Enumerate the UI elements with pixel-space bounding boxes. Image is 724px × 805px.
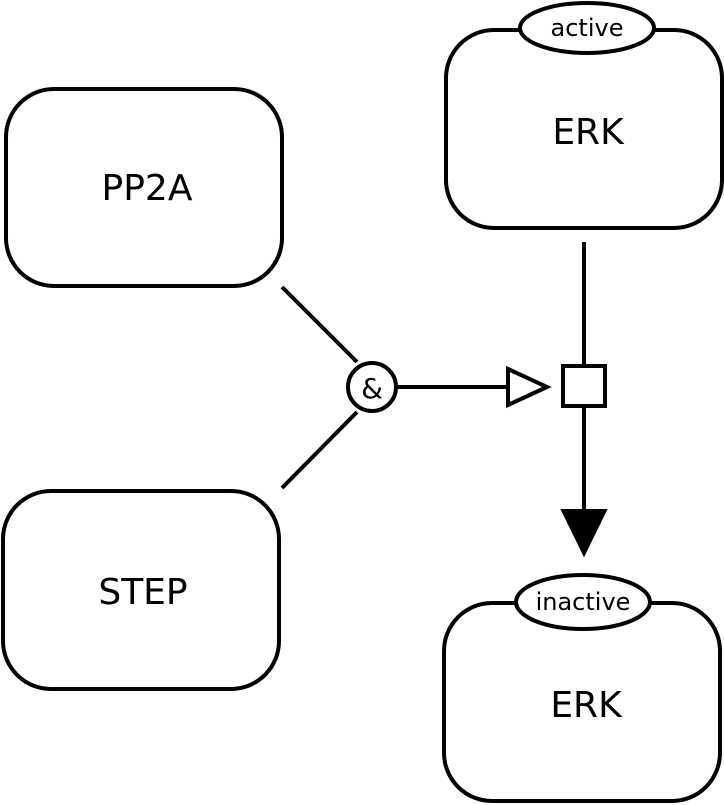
erk-inactive-label: ERK [550, 685, 623, 726]
step-label: STEP [98, 572, 187, 613]
pp2a-to-and-edge [280, 285, 359, 364]
and-operator-label: & [361, 372, 383, 405]
inactive-state-label: inactive [536, 588, 631, 616]
erk-inactive-node: ERK inactive [442, 573, 722, 803]
pp2a-label: PP2A [102, 168, 193, 209]
pp2a-node: PP2A [4, 87, 284, 288]
active-state-label: active [551, 14, 624, 42]
production-arrowhead [560, 509, 608, 558]
erk-active-node: ERK active [444, 1, 724, 230]
step-node: STEP [1, 489, 281, 691]
erk-active-label: ERK [552, 112, 625, 153]
and-operator: & [346, 361, 398, 413]
active-state-variable [518, 1, 656, 55]
step-to-and-edge [280, 410, 359, 490]
inactive-state-variable [514, 573, 652, 631]
stimulation-arrowhead [506, 365, 552, 409]
process-node [561, 364, 607, 408]
